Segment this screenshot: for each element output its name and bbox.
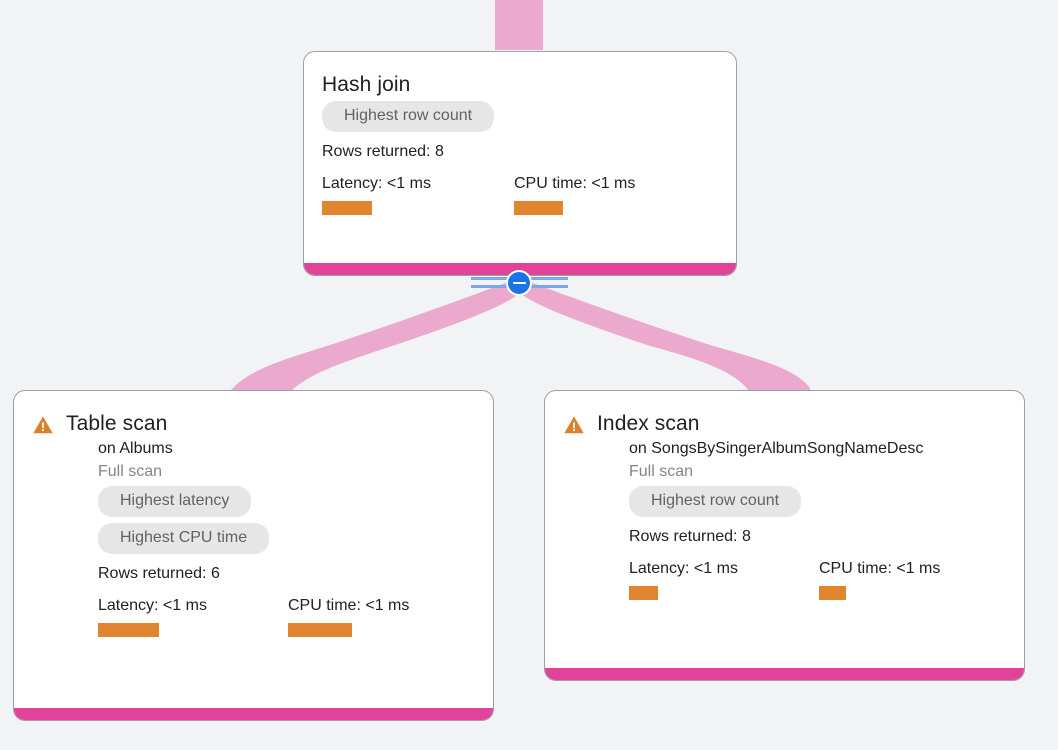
node-title: Hash join (322, 73, 411, 96)
metric-cpu-time-bar (288, 623, 352, 637)
minus-icon (512, 281, 526, 285)
node-title: Table scan (66, 412, 168, 435)
card-body: Hash join Highest row count Rows returne… (304, 52, 736, 275)
collapse-rail-left (471, 277, 511, 280)
node-accent-bar (14, 708, 493, 720)
metric-list: Latency: <1 ms CPU time: <1 ms (98, 596, 475, 637)
metric-cpu-time-label: CPU time: <1 ms (514, 175, 636, 192)
node-subtitle-secondary: Full scan (98, 463, 163, 480)
node-title: Index scan (597, 412, 700, 435)
metric-latency: Latency: <1 ms (98, 596, 288, 637)
metric-latency: Latency: <1 ms (629, 559, 819, 600)
chip-highest-row-count[interactable]: Highest row count (322, 101, 495, 132)
metric-cpu-time-label: CPU time: <1 ms (288, 597, 410, 614)
node-card-index-scan[interactable]: Index scan on SongsBySingerAlbumSongName… (544, 390, 1025, 681)
edge-hashjoin-to-tablescan (231, 282, 519, 392)
node-subtitle: on Albums (98, 440, 173, 457)
collapse-rail-right (528, 277, 568, 280)
card-content: on Albums Full scan Highest latency High… (32, 437, 475, 637)
collapse-toggle-button[interactable] (506, 270, 532, 296)
warning-triangle-icon (33, 416, 53, 434)
rows-returned: Rows returned: 8 (322, 143, 444, 160)
node-card-table-scan[interactable]: Table scan on Albums Full scan Highest l… (13, 390, 494, 721)
chip-list: Highest latency Highest CPU time (98, 486, 475, 560)
metric-cpu-time-label: CPU time: <1 ms (819, 560, 941, 577)
card-header: Table scan (32, 411, 475, 437)
node-card-hash-join[interactable]: Hash join Highest row count Rows returne… (303, 51, 737, 276)
metric-latency-bar (98, 623, 159, 637)
chip-highest-latency[interactable]: Highest latency (98, 486, 252, 517)
chip-list: Highest row count (629, 486, 1006, 523)
node-accent-bar (545, 668, 1024, 680)
collapse-rail-left-2 (471, 285, 511, 288)
metric-cpu-time: CPU time: <1 ms (514, 174, 635, 215)
node-subtitle: on SongsBySingerAlbumSongNameDesc (629, 440, 924, 457)
card-header: Index scan (563, 411, 1006, 437)
warning-triangle-icon (564, 416, 584, 434)
card-body: Table scan on Albums Full scan Highest l… (14, 391, 493, 720)
card-content: on SongsBySingerAlbumSongNameDesc Full s… (563, 437, 1006, 600)
metric-latency-label: Latency: <1 ms (629, 560, 738, 577)
edge-incoming (495, 0, 543, 50)
metric-cpu-time-bar (819, 586, 846, 600)
card-header: Hash join (322, 72, 718, 98)
rows-returned: Rows returned: 8 (629, 528, 751, 545)
metric-cpu-time-bar (514, 201, 563, 215)
card-body: Index scan on SongsBySingerAlbumSongName… (545, 391, 1024, 680)
metric-latency-label: Latency: <1 ms (98, 597, 207, 614)
node-accent-bar (304, 263, 736, 275)
metric-list: Latency: <1 ms CPU time: <1 ms (629, 559, 1006, 600)
chip-list: Highest row count (322, 101, 718, 138)
metric-latency-bar (629, 586, 658, 600)
edge-hashjoin-to-indexscan (521, 282, 810, 390)
metric-cpu-time: CPU time: <1 ms (288, 596, 409, 637)
node-subtitle-secondary: Full scan (629, 463, 694, 480)
collapse-rail-right-2 (528, 285, 568, 288)
metric-latency-bar (322, 201, 372, 215)
chip-highest-row-count[interactable]: Highest row count (629, 486, 802, 517)
metric-cpu-time: CPU time: <1 ms (819, 559, 940, 600)
metric-latency-label: Latency: <1 ms (322, 175, 431, 192)
metric-latency: Latency: <1 ms (322, 174, 514, 215)
metric-list: Latency: <1 ms CPU time: <1 ms (322, 174, 718, 215)
rows-returned: Rows returned: 6 (98, 565, 220, 582)
chip-highest-cpu-time[interactable]: Highest CPU time (98, 523, 270, 554)
